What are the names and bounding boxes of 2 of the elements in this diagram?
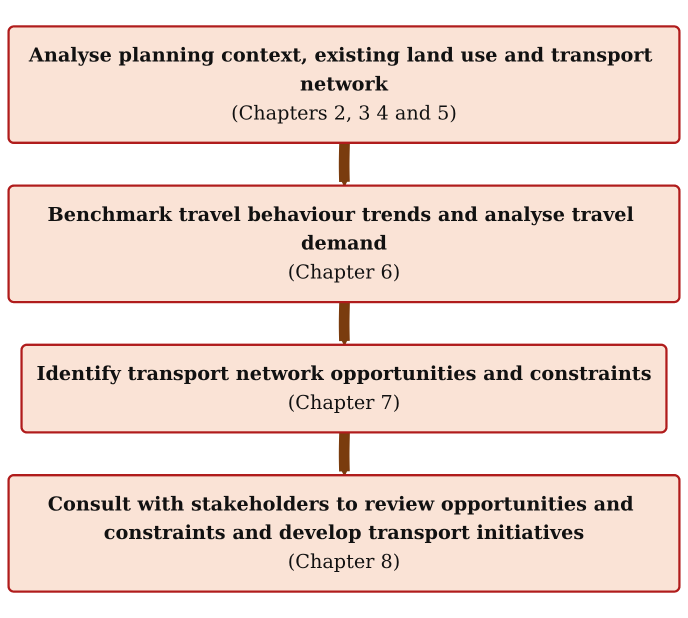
arrow bbox=[338, 142, 350, 187]
arrow bbox=[338, 431, 350, 476]
